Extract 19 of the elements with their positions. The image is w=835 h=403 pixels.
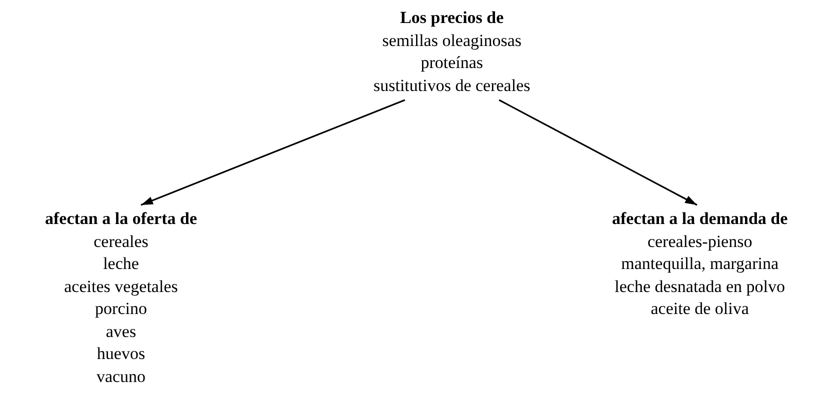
- arrow: [140, 99, 406, 206]
- list-item-text: sustitutivos de cereales: [374, 74, 530, 96]
- list-item-text: aves: [104, 320, 138, 342]
- list-item-text: semillas oleaginosas: [381, 30, 523, 52]
- list-item-text: huevos: [96, 343, 146, 365]
- list-item-text: aceites vegetales: [63, 276, 179, 298]
- list-item-text: cereales-pienso: [646, 230, 754, 253]
- list-item-text: proteínas: [420, 52, 484, 74]
- heading-text: Los precios de: [399, 7, 505, 29]
- list-item-text: vacuno: [95, 366, 147, 388]
- heading-text: afectan a la oferta de: [45, 208, 198, 230]
- list-item-text: mantequilla, margarina: [620, 253, 780, 275]
- list-item-text: cereales: [92, 230, 150, 252]
- list-item-text: porcino: [94, 298, 148, 320]
- heading-text: afectan a la demanda de: [612, 208, 788, 230]
- arrow: [498, 99, 698, 206]
- list-item-text: leche desnatada en polvo: [614, 276, 786, 298]
- list-item-text: aceite de oliva: [650, 298, 750, 320]
- list-item-text: leche: [102, 253, 140, 275]
